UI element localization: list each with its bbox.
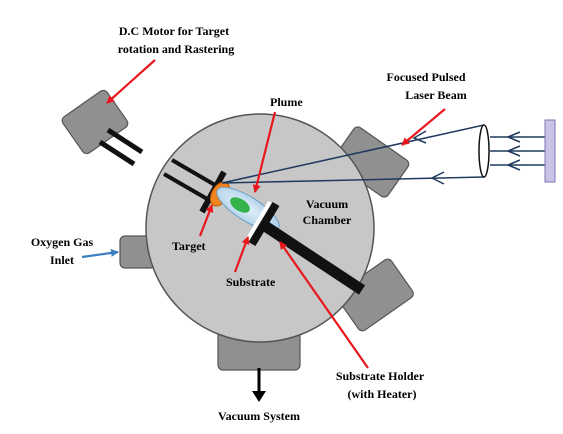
focusing-lens bbox=[478, 124, 490, 178]
plume-label: Plume bbox=[270, 95, 303, 109]
laser-beam bbox=[221, 124, 485, 185]
plume-pointer-arrow bbox=[252, 111, 277, 193]
substrate-holder-plate bbox=[248, 201, 280, 247]
laser-source bbox=[544, 119, 556, 183]
target-pointer-arrow bbox=[198, 204, 214, 237]
plume-core bbox=[230, 197, 250, 213]
oxygen-pointer-arrow bbox=[81, 249, 119, 259]
substrate-pointer-arrow bbox=[233, 236, 250, 273]
dc-motor bbox=[61, 89, 144, 167]
oxygen-label-line2: Inlet bbox=[50, 253, 74, 267]
chamber-label-line2: Chamber bbox=[303, 213, 352, 227]
target-rods bbox=[162, 158, 217, 202]
vacuum-system-label: Vacuum System bbox=[218, 409, 300, 423]
holder-label-line1: Substrate Holder bbox=[336, 369, 425, 383]
vacuum-system-arrow bbox=[252, 368, 266, 402]
oxygen-label-line1: Oxygen Gas bbox=[31, 235, 94, 249]
motor-pointer-arrow bbox=[106, 59, 156, 104]
substrate-holder-rod bbox=[258, 219, 366, 295]
holder-pointer-arrow bbox=[279, 241, 369, 369]
motor-label-line1: D.C Motor for Target bbox=[119, 24, 229, 38]
parallel-rays bbox=[490, 131, 548, 171]
motor-label-line2: rotation and Rastering bbox=[118, 42, 234, 56]
substrate bbox=[244, 200, 272, 244]
laser-label-line2: Laser Beam bbox=[405, 88, 466, 102]
holder-label-line2: (with Heater) bbox=[348, 387, 417, 401]
target-label: Target bbox=[172, 239, 206, 253]
chamber-label-line1: Vacuum bbox=[306, 197, 348, 211]
substrate-label: Substrate bbox=[226, 275, 276, 289]
laser-pointer-arrow bbox=[401, 108, 446, 146]
laser-label-line1: Focused Pulsed bbox=[386, 70, 465, 84]
